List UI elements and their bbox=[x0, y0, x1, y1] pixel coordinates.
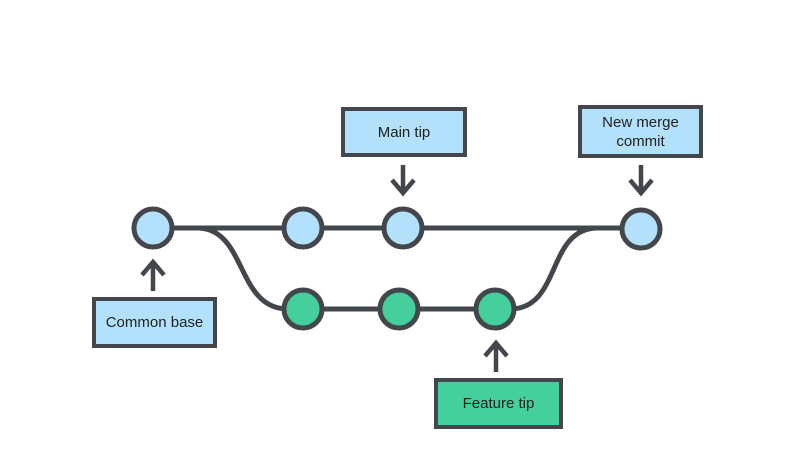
label-new-merge-commit-text: New merge commit bbox=[602, 113, 679, 150]
commit-node-merge bbox=[619, 207, 663, 251]
arrow-down-icon bbox=[390, 165, 416, 197]
label-common-base: Common base bbox=[92, 297, 217, 348]
label-common-base-text: Common base bbox=[105, 314, 204, 331]
label-feature-tip: Feature tip bbox=[434, 378, 563, 429]
commit-node-feature bbox=[377, 287, 421, 331]
commit-node-main-tip bbox=[381, 206, 425, 250]
commit-node-feature-tip bbox=[473, 287, 517, 331]
commit-node-common-base bbox=[131, 206, 175, 250]
label-feature-tip-text: Feature tip bbox=[462, 395, 535, 412]
commit-node-feature bbox=[281, 287, 325, 331]
arrow-up-icon bbox=[140, 258, 166, 291]
label-main-tip: Main tip bbox=[341, 107, 467, 157]
arrow-down-icon bbox=[628, 165, 654, 197]
label-new-merge-commit: New merge commit bbox=[578, 105, 703, 158]
commit-node-main bbox=[281, 206, 325, 250]
arrow-up-icon bbox=[483, 339, 509, 372]
label-main-tip-text: Main tip bbox=[377, 123, 431, 141]
